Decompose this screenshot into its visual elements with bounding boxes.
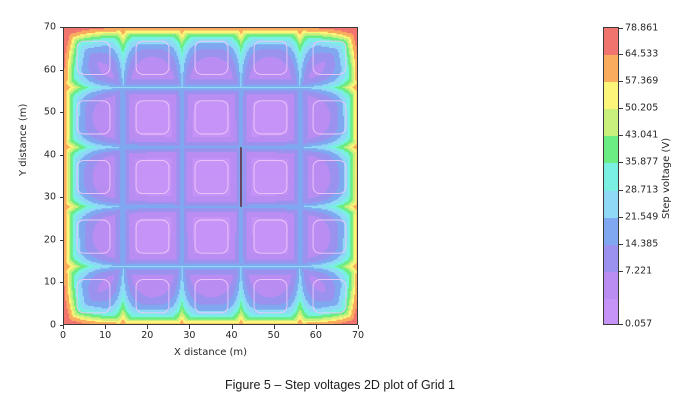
x-axis-title: X distance (m) <box>173 347 248 358</box>
y-tick <box>59 239 63 241</box>
colorbar-tick-label: 28.713 <box>625 183 659 195</box>
colorbar-tick <box>619 28 623 29</box>
x-tick-label: 40 <box>225 330 238 341</box>
x-tick <box>231 325 233 329</box>
y-tick <box>59 27 63 28</box>
x-tick-label: 20 <box>141 330 154 341</box>
y-tick-label: 20 <box>43 234 56 246</box>
x-tick-label: 30 <box>183 330 196 341</box>
y-tick-label: 0 <box>49 319 56 331</box>
y-tick-label: 10 <box>43 276 56 288</box>
colorbar-tick <box>619 216 623 218</box>
colorbar-tick-label: 21.549 <box>625 210 659 222</box>
colorbar-tick-label: 14.385 <box>625 237 659 249</box>
x-tick <box>358 325 359 329</box>
x-tick <box>315 325 317 329</box>
colorbar: 78.861 64.533 57.369 50.205 43.041 35.877 28.7… <box>603 23 658 328</box>
colorbar-tick-label: 35.877 <box>625 156 659 168</box>
y-tick-label: 70 <box>43 21 56 33</box>
colorbar-band <box>604 163 618 192</box>
colorbar-band <box>604 82 618 110</box>
colorbar-tick-label: 50.205 <box>625 102 659 114</box>
x-tick-label: 70 <box>351 330 365 341</box>
colorbar-tick <box>619 189 623 191</box>
colorbar-tick-label: 78.861 <box>625 22 659 34</box>
colorbar-tick-label: 43.041 <box>625 129 659 141</box>
colorbar-gradient <box>603 27 619 325</box>
colorbar-band <box>604 217 618 246</box>
colorbar-band <box>604 298 618 324</box>
colorbar-band <box>604 136 618 165</box>
colorbar-band <box>604 28 618 56</box>
colorbar-band <box>604 55 618 83</box>
colorbar-tick <box>619 108 623 110</box>
colorbar-band <box>604 271 618 300</box>
y-tick-label: 50 <box>43 106 56 118</box>
y-axis-title: Y distance (m) <box>18 103 29 176</box>
colorbar-tick <box>619 54 623 56</box>
colorbar-tick-label: 64.533 <box>625 48 659 60</box>
x-tick-label: 10 <box>99 330 112 341</box>
y-tick <box>59 154 63 156</box>
plot-area <box>63 27 358 325</box>
x-tick <box>147 325 149 329</box>
colorbar-tick <box>619 243 623 245</box>
figure-caption: Figure 5 – Step voltages 2D plot of Grid… <box>225 378 455 392</box>
colorbar-tick-label: 7.221 <box>625 265 653 277</box>
y-tick <box>59 197 63 199</box>
colorbar-tick <box>619 270 623 272</box>
contour-plot <box>64 28 357 324</box>
x-tick <box>189 325 191 329</box>
y-tick-label: 40 <box>43 148 56 160</box>
colorbar-band <box>604 190 618 219</box>
x-tick-label: 0 <box>59 330 67 341</box>
x-tick-label: 50 <box>267 330 280 341</box>
colorbar-tick <box>619 324 623 325</box>
y-tick <box>59 112 63 114</box>
x-tick <box>63 325 64 329</box>
y-tick <box>59 325 63 326</box>
colorbar-band <box>604 244 618 273</box>
y-tick <box>59 69 63 71</box>
colorbar-tick <box>619 81 623 83</box>
colorbar-band <box>604 109 618 137</box>
x-tick <box>105 325 107 329</box>
y-tick-label: 60 <box>43 63 56 75</box>
colorbar-title: Step voltage (V) <box>661 137 672 219</box>
plot-axes <box>59 27 359 329</box>
colorbar-tick <box>619 162 623 164</box>
colorbar-tick <box>619 135 623 137</box>
colorbar-tick-label: 57.369 <box>625 75 659 87</box>
x-tick <box>273 325 275 329</box>
y-tick-label: 30 <box>43 191 56 203</box>
y-tick <box>59 282 63 284</box>
x-tick-label: 60 <box>309 330 322 341</box>
colorbar-tick-label: 0.057 <box>625 318 653 330</box>
